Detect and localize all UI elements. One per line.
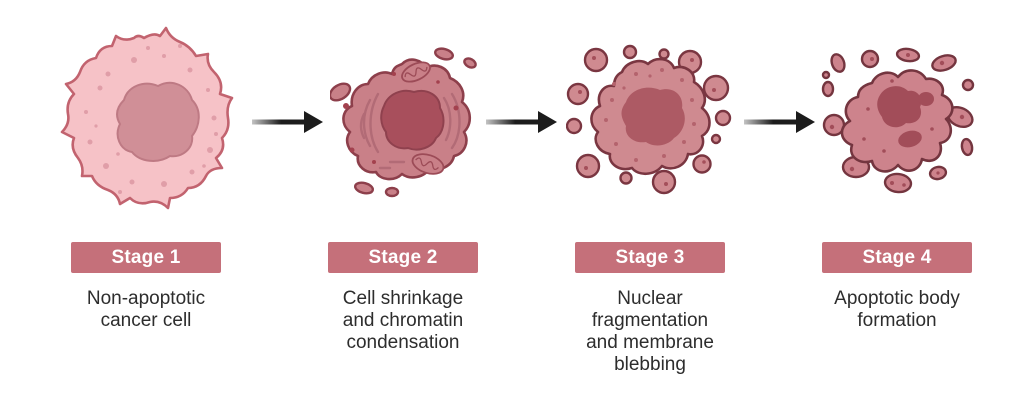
stage-1-cell-illustration: [56, 26, 238, 219]
arrow-right-icon: [252, 108, 324, 141]
non-apoptotic-cancer-cell-icon: [60, 26, 234, 210]
arrow-right-icon: [744, 108, 816, 141]
shrunken-cell-icon: [328, 47, 477, 198]
blebbing-cell-icon: [565, 44, 732, 195]
stage-4-badge: Stage 4: [822, 242, 972, 273]
apoptotic-bodies-icon: [821, 47, 975, 194]
stage-1-badge: Stage 1: [71, 242, 221, 273]
stage-1-caption: Non-apoptotic cancer cell: [86, 288, 206, 331]
stage-2-caption: Cell shrinkage and chromatin condensatio…: [342, 288, 464, 353]
stage-4-caption: Apoptotic body formation: [834, 288, 960, 331]
stage-4-cell-illustration: [820, 47, 976, 204]
stage-3-cell-illustration: [565, 44, 736, 205]
arrow-right-icon: [486, 108, 558, 141]
stage-3-badge: Stage 3: [575, 242, 725, 273]
stage-2-cell-illustration: [328, 46, 482, 203]
stage-2-badge: Stage 2: [328, 242, 478, 273]
stage-3-caption: Nuclear fragmentation and membrane blebb…: [586, 288, 714, 375]
